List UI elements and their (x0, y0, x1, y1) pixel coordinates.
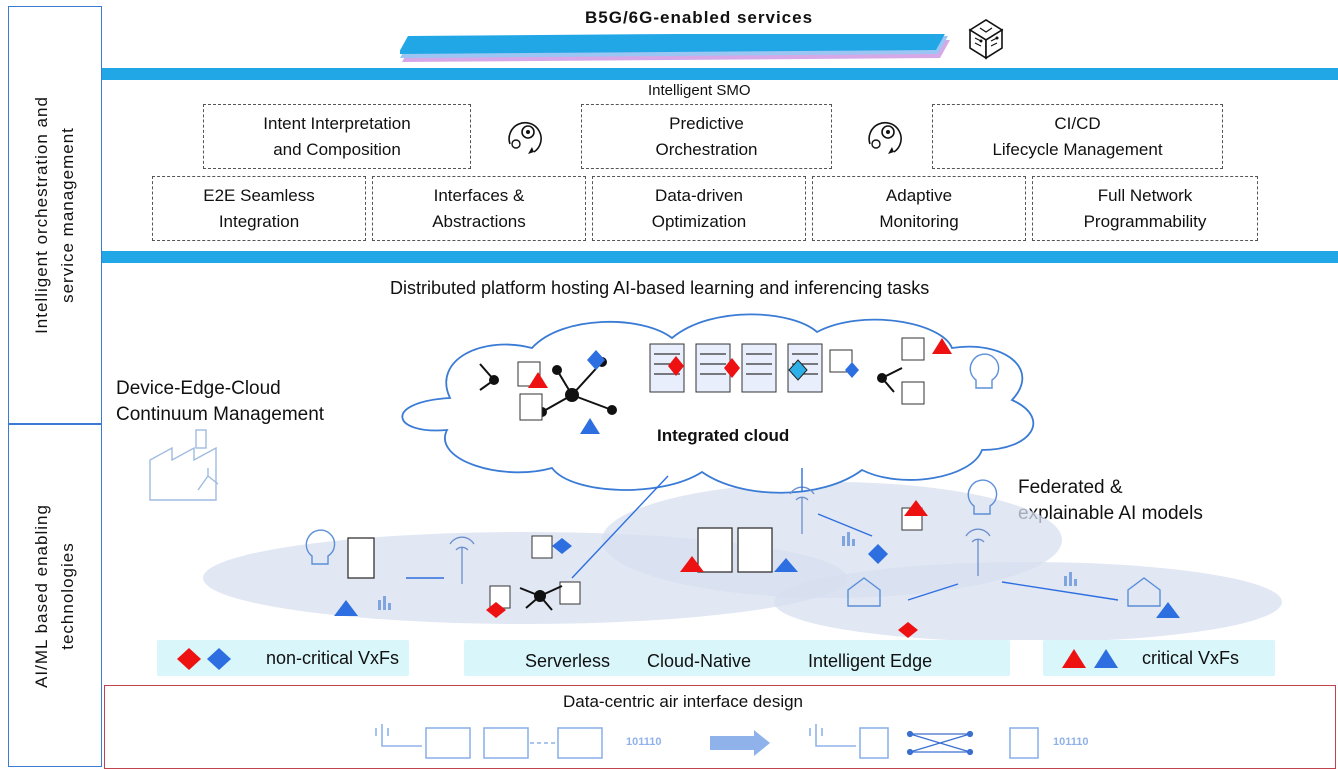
triangle-legend-icon (1062, 649, 1118, 668)
diamond-legend-icon (177, 648, 231, 670)
critical-label: critical VxFs (1142, 648, 1240, 668)
interfaces-abstractions-box: Interfaces & Abstractions (372, 176, 586, 241)
serverless-label: Serverless (525, 651, 611, 671)
intelligent-edge-label: Intelligent Edge (808, 651, 933, 671)
critical-pill (1043, 640, 1275, 676)
top-separator-bar (102, 68, 1338, 80)
non-critical-label: non-critical VxFs (266, 648, 400, 668)
cicd-lifecycle-box: CI/CD Lifecycle Management (932, 104, 1223, 169)
side-label-enabling: AI/ML based enabling technologies (32, 503, 78, 688)
intent-interpretation-box: Intent Interpretation and Composition (203, 104, 471, 169)
platform-title: Distributed platform hosting AI-based le… (390, 278, 930, 298)
air-interface-graphic (375, 724, 1039, 759)
chip-icon (962, 14, 1010, 67)
e2e-integration-box: E2E Seamless Integration (152, 176, 366, 241)
platform-graphic (149, 313, 1282, 640)
cloud-native-label: Cloud-Native (647, 651, 752, 671)
bits-label-2: 101110 (1053, 736, 1089, 748)
tech-pill (464, 640, 1010, 676)
side-box-orchestration: Intelligent orchestration and service ma… (8, 6, 102, 424)
full-programmability-box: Full Network Programmability (1032, 176, 1258, 241)
integrated-cloud-label: Integrated cloud (657, 426, 790, 445)
bits-label-1: 101110 (626, 736, 662, 748)
side-box-enabling: AI/ML based enabling technologies (8, 424, 102, 767)
adaptive-monitoring-box: Adaptive Monitoring (812, 176, 1026, 241)
predictive-orchestration-box: Predictive Orchestration (581, 104, 832, 169)
air-interface-title: Data-centric air interface design (563, 692, 804, 711)
gear-cycle-icon (500, 114, 548, 167)
services-title: B5G/6G-enabled services (585, 8, 814, 27)
mid-separator-bar (102, 251, 1338, 263)
smo-title: Intelligent SMO (648, 82, 751, 99)
data-driven-optimization-box: Data-driven Optimization (592, 176, 806, 241)
federated-label: Federated & explainable AI models (1018, 477, 1203, 524)
side-label-orchestration: Intelligent orchestration and service ma… (32, 96, 78, 334)
services-layer-graphic (400, 34, 950, 62)
continuum-label: Device-Edge-Cloud Continuum Management (116, 378, 325, 425)
gear-cycle-icon-2 (860, 114, 908, 167)
